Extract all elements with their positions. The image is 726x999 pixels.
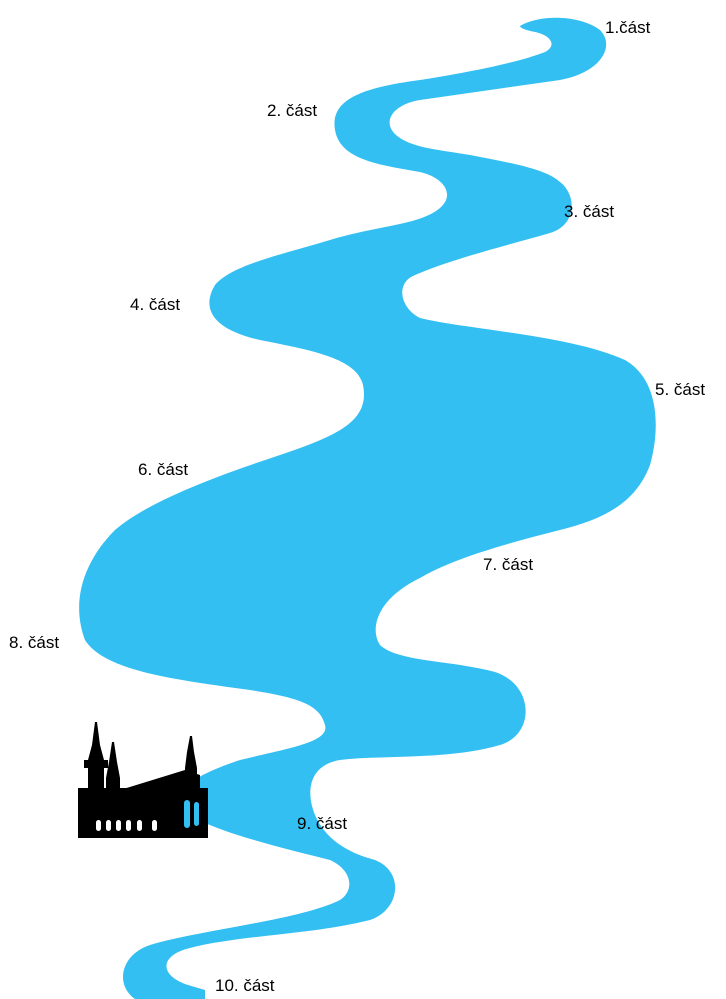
label-part-2: 2. část — [267, 102, 317, 119]
label-part-6: 6. část — [138, 461, 188, 478]
label-part-5: 5. část — [655, 381, 705, 398]
label-part-10: 10. část — [215, 977, 275, 994]
label-part-7: 7. část — [483, 556, 533, 573]
church-left-spire-ledge — [84, 760, 108, 768]
church-silhouette — [78, 722, 208, 838]
label-part-4: 4. část — [130, 296, 180, 313]
label-part-9: 9. část — [297, 815, 347, 832]
label-part-8: 8. část — [9, 634, 59, 651]
church-window — [96, 820, 101, 831]
church-blue-window — [194, 802, 199, 826]
church-window — [152, 820, 157, 831]
church-window — [116, 820, 121, 831]
church-window — [137, 820, 142, 831]
church-window — [126, 820, 131, 831]
label-part-3: 3. část — [564, 203, 614, 220]
river-path — [79, 18, 656, 999]
label-part-1: 1.část — [605, 19, 650, 36]
church-window — [106, 820, 111, 831]
church-blue-window — [184, 800, 190, 828]
